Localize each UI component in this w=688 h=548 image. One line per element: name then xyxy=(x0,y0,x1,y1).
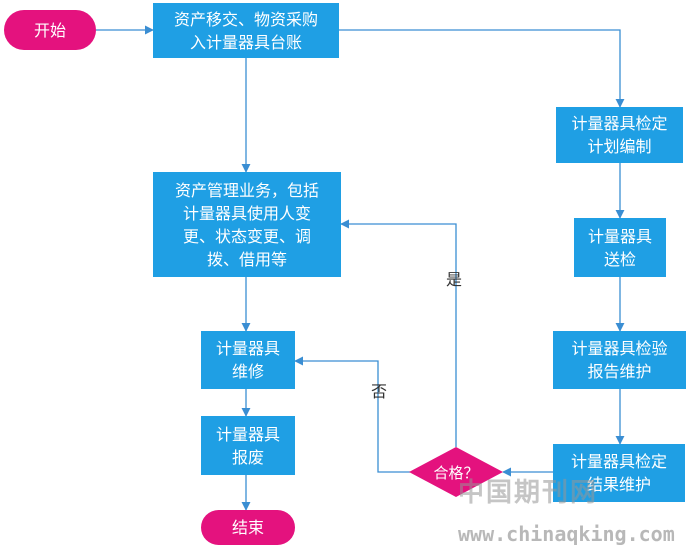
repair-box: 计量器具 维修 xyxy=(201,331,295,389)
watermark-url: www.chinaqking.com xyxy=(458,522,675,546)
yes-label: 是 xyxy=(446,270,463,289)
plan-box: 计量器具检定 计划编制 xyxy=(556,107,683,163)
decision-label: 合格？ xyxy=(433,464,479,482)
report-box: 计量器具检验 报告维护 xyxy=(553,331,686,389)
send-box: 计量器具 送检 xyxy=(574,218,666,277)
result-box: 计量器具检定 结果维护 xyxy=(553,444,685,502)
decision-diamond xyxy=(409,447,503,497)
asset-management-box: 资产管理业务，包括 计量器具使用人变 更、状态变更、调 拨、借用等 xyxy=(153,172,341,277)
edge-entry-to-plan xyxy=(339,29,625,108)
edge-decision-yes xyxy=(340,219,457,447)
no-label: 否 xyxy=(371,382,388,401)
start-terminal: 开始 xyxy=(4,10,96,50)
end-terminal: 结束 xyxy=(201,510,295,545)
scrap-box: 计量器具 报废 xyxy=(201,416,295,475)
asset-entry-box: 资产移交、物资采购 入计量器具台账 xyxy=(153,3,339,58)
watermark-cn: 中国期刊网 xyxy=(458,478,599,508)
edge-decision-no xyxy=(294,356,410,473)
